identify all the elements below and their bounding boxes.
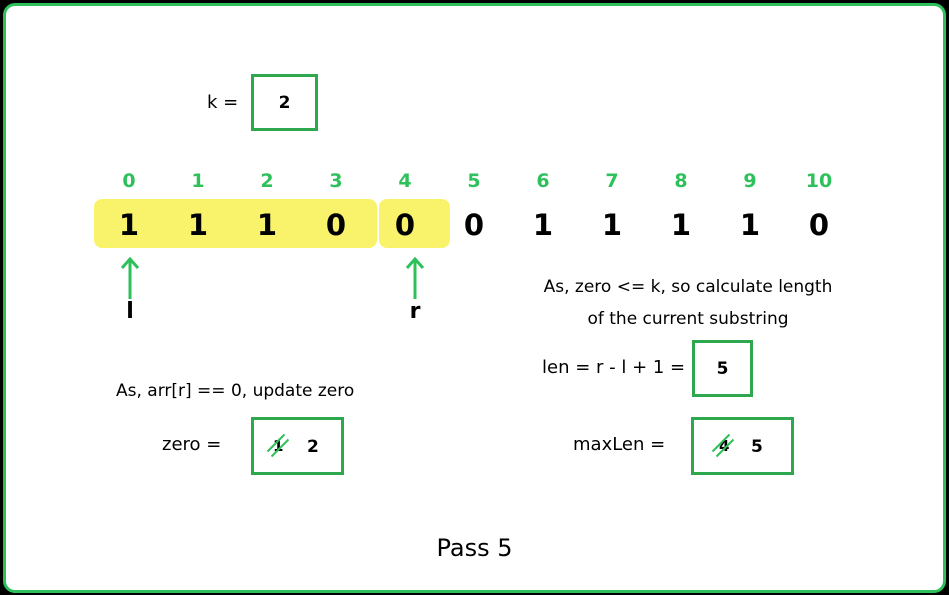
index-label: 9 bbox=[743, 170, 757, 192]
index-label: 4 bbox=[398, 170, 412, 192]
array-value: 1 bbox=[187, 208, 209, 242]
index-label: 0 bbox=[122, 170, 136, 192]
k-label: k = bbox=[207, 92, 239, 113]
maxlen-label: maxLen = bbox=[573, 434, 666, 455]
window-highlight-right bbox=[379, 199, 450, 248]
left-pointer-label: l bbox=[126, 299, 134, 324]
array-value: 1 bbox=[601, 208, 623, 242]
index-label: 3 bbox=[329, 170, 343, 192]
condition-note-line1: As, zero <= k, so calculate length bbox=[543, 277, 833, 297]
zero-label: zero = bbox=[162, 434, 222, 455]
index-label: 10 bbox=[805, 170, 833, 192]
array-value: 0 bbox=[325, 208, 347, 242]
zero-update-note: As, arr[r] == 0, update zero bbox=[116, 381, 355, 401]
diagram-frame bbox=[3, 3, 946, 593]
len-value-box: 5 bbox=[692, 340, 753, 397]
condition-note-line2: of the current substring bbox=[587, 309, 789, 329]
index-label: 8 bbox=[674, 170, 688, 192]
zero-new-value: 2 bbox=[307, 437, 319, 457]
left-pointer-arrow-icon bbox=[120, 256, 140, 299]
array-value: 1 bbox=[118, 208, 140, 242]
k-value-box: 2 bbox=[251, 74, 318, 131]
pass-title: Pass 5 bbox=[436, 534, 513, 562]
index-label: 6 bbox=[536, 170, 550, 192]
window-highlight-left bbox=[94, 199, 377, 248]
index-label: 7 bbox=[605, 170, 619, 192]
array-value: 1 bbox=[739, 208, 761, 242]
zero-old-value: 1 bbox=[273, 437, 284, 455]
len-label: len = r - l + 1 = bbox=[542, 357, 686, 378]
array-value: 0 bbox=[394, 208, 416, 242]
index-label: 1 bbox=[191, 170, 205, 192]
array-value: 1 bbox=[670, 208, 692, 242]
index-label: 2 bbox=[260, 170, 274, 192]
right-pointer-label: r bbox=[409, 299, 421, 324]
array-value: 1 bbox=[256, 208, 278, 242]
zero-value-box bbox=[251, 417, 344, 475]
maxlen-new-value: 5 bbox=[751, 437, 763, 457]
array-value: 0 bbox=[463, 208, 485, 242]
array-value: 1 bbox=[532, 208, 554, 242]
array-value: 0 bbox=[808, 208, 830, 242]
index-label: 5 bbox=[467, 170, 481, 192]
maxlen-value-box bbox=[691, 417, 794, 475]
right-pointer-arrow-icon bbox=[405, 256, 425, 299]
